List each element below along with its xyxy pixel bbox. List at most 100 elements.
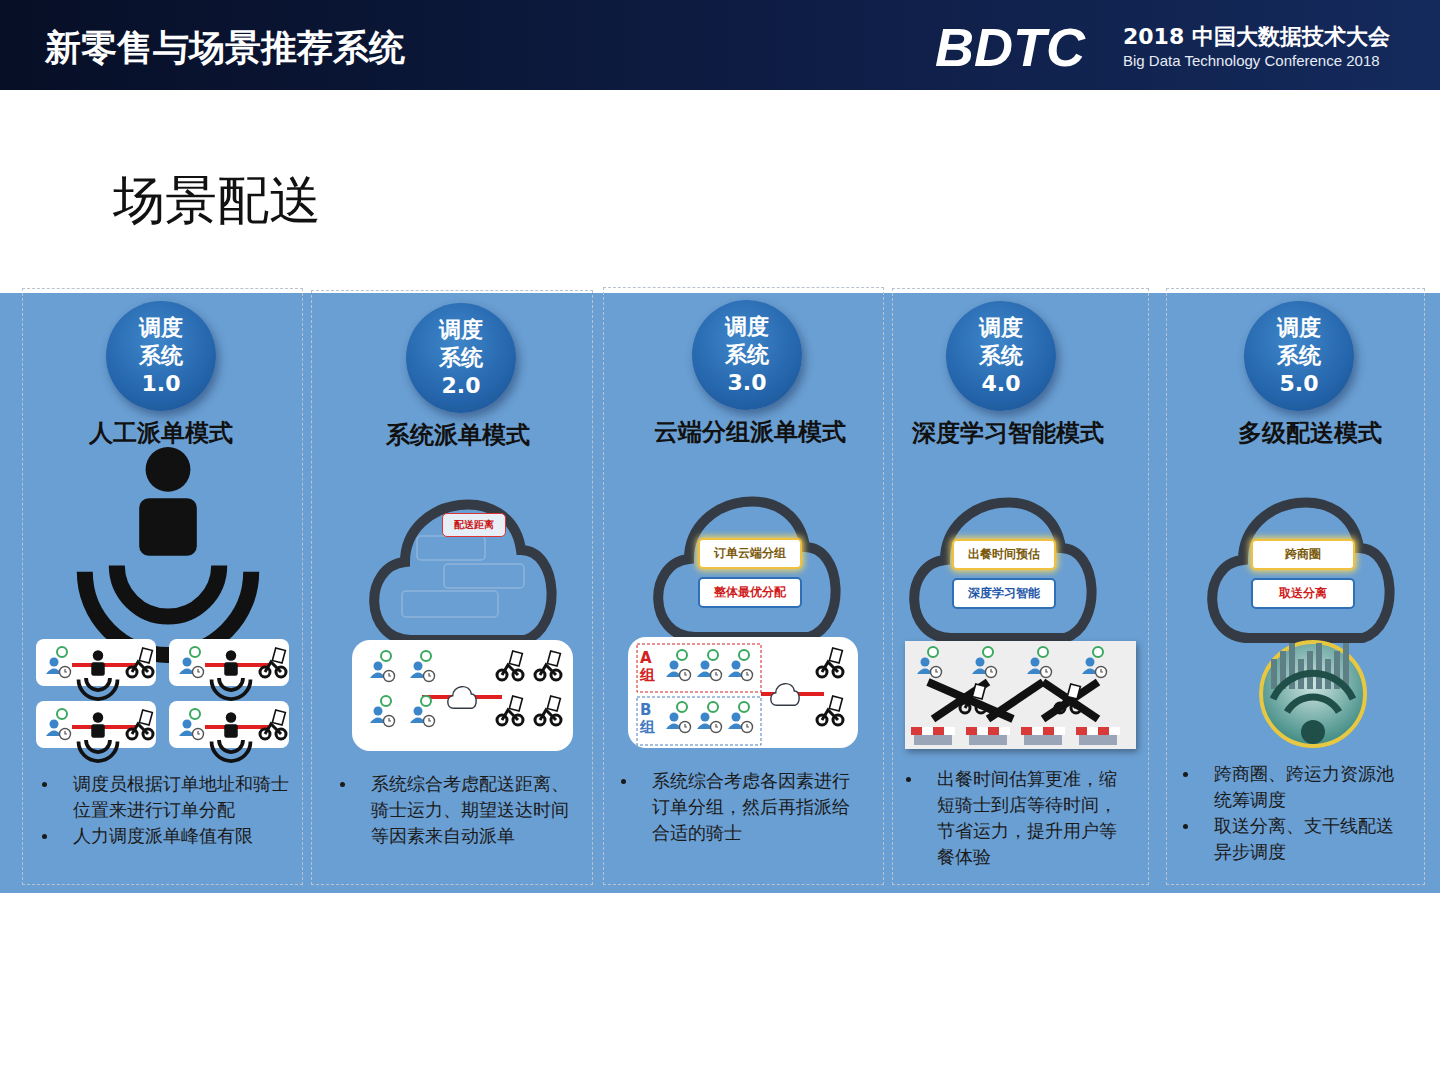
bullet-dot <box>1183 824 1188 829</box>
illustration-part <box>1043 727 1054 735</box>
cloud-tag: 配送距离 <box>442 513 506 537</box>
cloud-tag: 取送分离 <box>1251 578 1355 609</box>
illustration-part <box>444 564 524 588</box>
version-circle: 调度 系统 3.0 <box>692 300 802 410</box>
illustration-part <box>381 696 391 706</box>
illustration-part <box>829 648 842 663</box>
bullet-list: 出餐时间估算更准，缩短骑士到店等待时间，节省运力，提升用户等餐体验 <box>937 766 1125 870</box>
illustration-part <box>65 731 67 734</box>
illustration-part <box>60 667 71 678</box>
illustration-part <box>742 670 753 681</box>
cloud-tag: 出餐时间预估 <box>952 539 1056 570</box>
illustration-part <box>224 662 238 676</box>
illustration-part <box>739 650 749 660</box>
illustration-part <box>57 647 67 657</box>
illustration-part <box>988 682 1043 719</box>
illustration-part <box>272 648 285 663</box>
illustration-part <box>226 650 237 661</box>
bullet-text: 系统综合考虑配送距离、骑士运力、期望送达时间等因素来自动派单 <box>371 771 579 849</box>
illustration-part <box>701 661 710 670</box>
illustration-part <box>502 665 518 675</box>
bullet-list: 调度员根据订单地址和骑士位置来进行订单分配人力调度派单峰值有限 <box>73 771 301 849</box>
illustration-part <box>79 742 118 762</box>
cloud-tag: 整体最优分配 <box>698 577 802 608</box>
tag-text: 深度学习智能 <box>968 586 1040 600</box>
illustration-part <box>685 724 687 727</box>
illustration-part <box>680 722 691 733</box>
bullet-dot <box>1183 772 1188 777</box>
illustration-part <box>1032 727 1043 735</box>
illustration-part <box>1043 682 1098 719</box>
illustration-part <box>742 722 753 733</box>
illustration-part <box>986 667 997 678</box>
illustration-part <box>265 662 281 672</box>
illustration-part <box>132 724 148 734</box>
illustration-part <box>50 720 59 729</box>
group-label: A组 <box>640 650 655 683</box>
mode-title: 云端分组派单模式 <box>654 416 846 448</box>
bullet-text: 人力调度派单峰值有限 <box>73 823 301 849</box>
illustration-part <box>976 658 985 667</box>
illustration-part <box>999 727 1010 735</box>
illustration-part <box>272 710 285 725</box>
illustration-part <box>198 731 200 734</box>
bullet-dot <box>621 779 626 784</box>
illustration-part <box>1271 659 1277 689</box>
illustration-part <box>1060 698 1076 708</box>
column-panel: 调度 系统 4.0深度学习智能模式出餐时间估算更准，缩短骑士到店等待时间，节省运… <box>892 288 1149 885</box>
illustration-part <box>1101 669 1103 672</box>
illustration-part <box>670 661 679 670</box>
illustration-part <box>944 727 955 735</box>
illustration-part <box>711 722 722 733</box>
illustration-part <box>132 662 148 672</box>
illustration-part <box>93 712 104 723</box>
illustration-part <box>747 672 749 675</box>
illustration-part <box>139 498 197 556</box>
illustration-part <box>402 591 498 617</box>
illustration-part <box>1041 667 1052 678</box>
illustration-part <box>1086 658 1095 667</box>
illustration-part <box>421 696 431 706</box>
illustration-part <box>417 536 485 560</box>
illustration-part <box>421 651 431 661</box>
illustration-part <box>212 650 251 699</box>
illustration-part <box>226 712 237 723</box>
illustration-part <box>1043 682 1098 719</box>
illustration-part <box>1212 502 1389 638</box>
illustration-part <box>931 667 942 678</box>
illustration-part <box>429 673 431 676</box>
illustration-part <box>93 650 104 661</box>
illustration-part <box>198 669 200 672</box>
illustration-part <box>190 647 200 657</box>
illustration-part <box>747 724 749 727</box>
illustration-part <box>91 662 105 676</box>
illustration-part <box>677 702 687 712</box>
mode-title: 深度学习智能模式 <box>912 417 1104 449</box>
illustration-part <box>389 718 391 721</box>
illustration-part <box>183 720 192 729</box>
version-label: 调度 系统 2.0 <box>436 316 486 400</box>
illustration-part <box>85 447 251 655</box>
illustration-part <box>219 740 243 752</box>
illustration-part <box>1038 647 1048 657</box>
illustration-part <box>1079 735 1117 745</box>
illustration-part <box>914 502 1091 638</box>
logo-subtitle: 2018 中国大数据技术大会 <box>1123 24 1390 50</box>
illustration-part <box>265 724 281 734</box>
logo-english: Big Data Technology Conference 2018 <box>1123 52 1380 70</box>
illustration-part <box>65 669 67 672</box>
illustration-part <box>50 658 59 667</box>
illustration-part <box>86 740 110 752</box>
illustration-part <box>224 724 238 738</box>
version-label: 调度 系统 1.0 <box>136 314 186 398</box>
illustration-part <box>212 712 251 761</box>
illustration-part <box>212 742 251 762</box>
illustration-part <box>212 680 251 700</box>
illustration-part <box>822 710 838 720</box>
illustration-part <box>36 701 156 748</box>
illustration-part <box>1109 727 1120 735</box>
illustration-part <box>911 727 922 735</box>
illustration-part <box>374 662 383 671</box>
cloud-tag: 深度学习智能 <box>952 578 1056 609</box>
illustration-part <box>716 724 718 727</box>
